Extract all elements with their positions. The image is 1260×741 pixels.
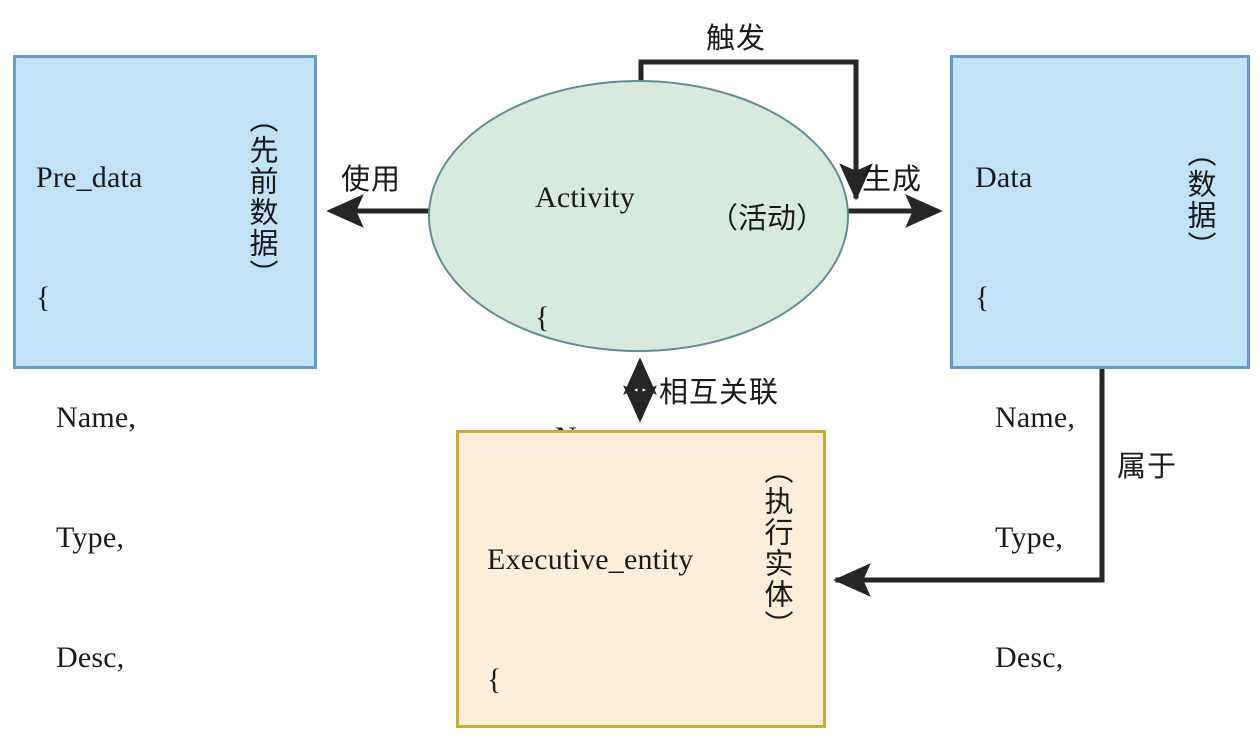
executive-entity-open-brace: { [487, 663, 502, 696]
edge-label-associate: 相互关联 [659, 375, 780, 409]
executive-entity-gloss: （执行实体） [760, 455, 794, 641]
node-pre-data[interactable] [13, 55, 317, 369]
pre-data-field-0: Name, [56, 401, 137, 434]
executive-entity-schema: Executive_entity { Name, Address， Type } [487, 460, 693, 741]
edge-label-use: 使用 [341, 162, 402, 196]
executive-entity-name: Executive_entity [487, 543, 694, 576]
data-field-2: Desc, [995, 641, 1064, 674]
data-schema: Data { Name, Type, Desc, Value } [975, 78, 1075, 741]
pre-data-open-brace: { [36, 281, 51, 314]
pre-data-name: Pre_data [36, 161, 143, 194]
data-gloss: （数据） [1183, 138, 1217, 262]
data-open-brace: { [975, 281, 990, 314]
activity-gloss: （活动） [709, 201, 826, 235]
node-data[interactable] [950, 55, 1250, 369]
node-executive-entity[interactable] [456, 430, 826, 728]
node-activity[interactable] [428, 80, 849, 352]
edge-belong [833, 368, 1105, 597]
edge-label-trigger: 触发 [706, 21, 767, 55]
activity-open-brace: { [535, 301, 550, 334]
edge-trigger [638, 59, 873, 201]
activity-name: Activity [535, 181, 635, 214]
edge-label-belong: 属于 [1117, 449, 1178, 483]
data-field-1: Type, [995, 521, 1064, 554]
pre-data-field-2: Desc, [56, 641, 125, 674]
pre-data-field-1: Type, [56, 521, 125, 554]
data-name: Data [975, 161, 1033, 194]
edge-label-generate: 生成 [862, 162, 923, 196]
data-field-0: Name, [995, 401, 1076, 434]
pre-data-gloss: （先前数据） [245, 104, 279, 290]
pre-data-schema: Pre_data { Name, Type, Desc, Value } [36, 78, 143, 741]
